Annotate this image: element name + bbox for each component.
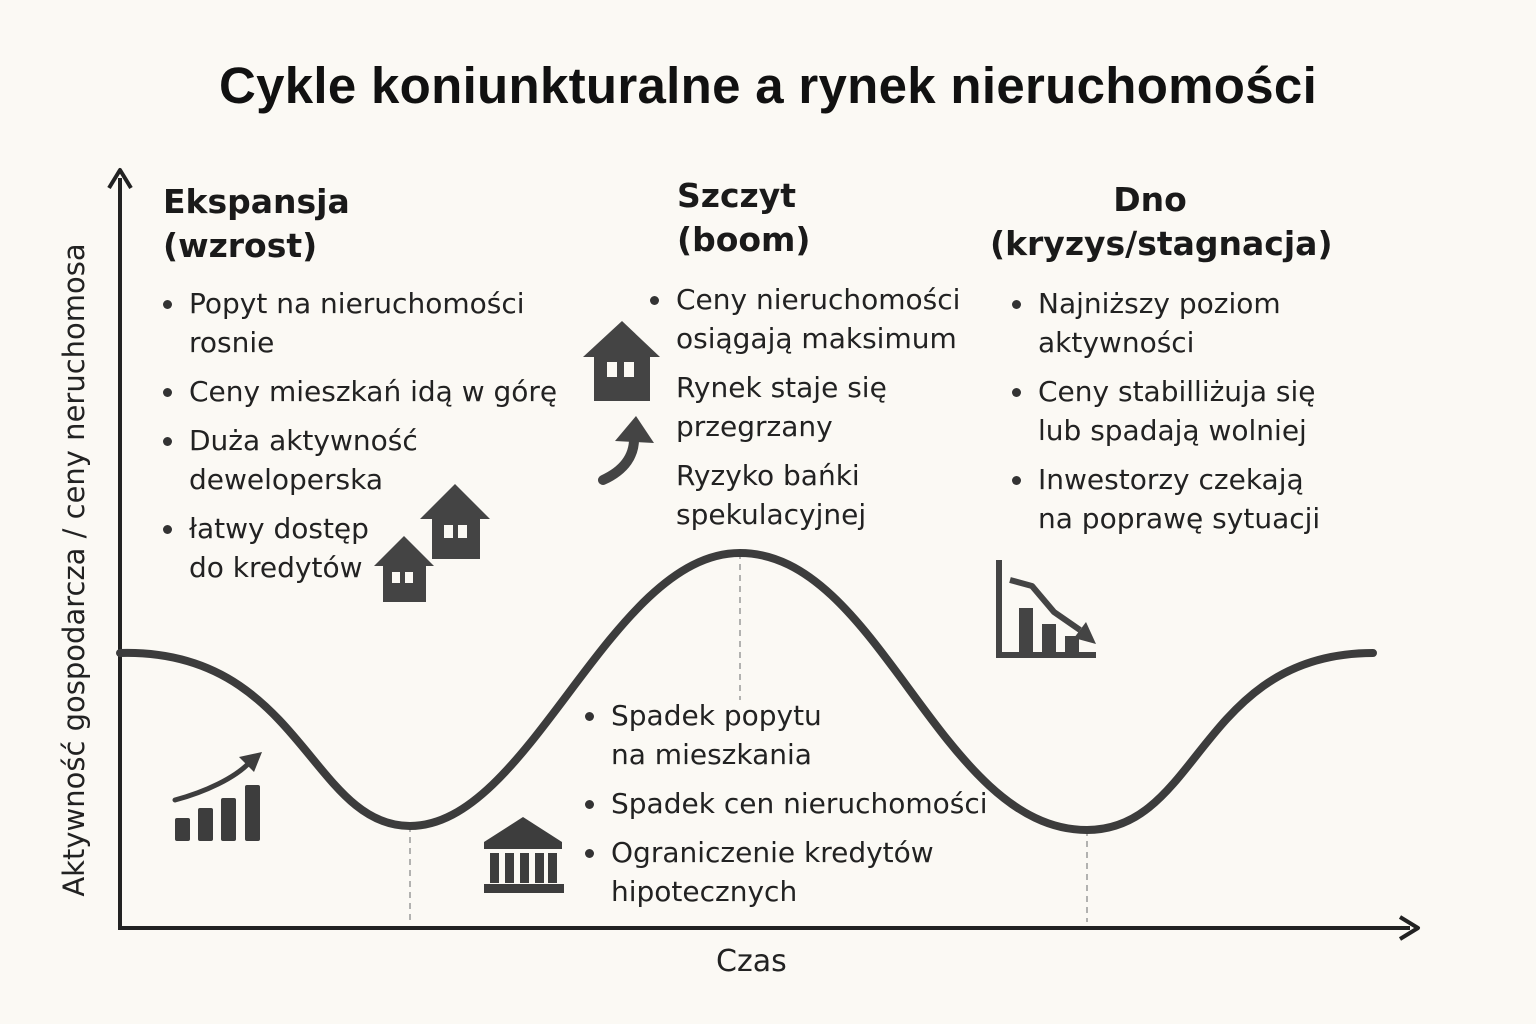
- trough-title: Dno (kryzys/stagnacja): [990, 178, 1333, 266]
- list-item: Ceny nieruchomości osiągają maksimum: [650, 280, 980, 358]
- up-arrow-icon: [598, 416, 654, 485]
- falling-bar-chart-icon: [996, 560, 1096, 658]
- list-item: Ryzyko bańki spekulacyjnej: [676, 459, 867, 531]
- y-axis-label: Aktywność gospodarcza / ceny neruchomosa: [57, 243, 91, 897]
- title-line: (kryzys/stagnacja): [990, 224, 1333, 263]
- title-line: (boom): [677, 220, 811, 259]
- trough-bullets: Najniższy poziom aktywności Ceny stabill…: [1012, 284, 1342, 548]
- list-item: Rynek staje się przegrzany: [676, 371, 887, 443]
- rising-bar-chart-icon: [172, 752, 262, 841]
- list-item: Najniższy poziom aktywności: [1012, 284, 1342, 362]
- bank-icon: [484, 817, 564, 893]
- title-line: Szczyt: [677, 176, 797, 215]
- x-axis-label: Czas: [716, 944, 787, 979]
- list-item: Popyt na nieruchomości rosnie: [163, 284, 563, 362]
- page-title: Cykle koniunkturalne a rynek nieruchomoś…: [218, 57, 1318, 114]
- list-item: Ceny stabilliżuja się lub spadają wolnie…: [1012, 372, 1342, 450]
- title-line: Ekspansja: [163, 182, 350, 221]
- expansion-bullets: Popyt na nieruchomości rosnie Ceny miesz…: [163, 284, 563, 597]
- peak-title: Szczyt (boom): [677, 174, 811, 262]
- x-axis-arrowhead: [1398, 915, 1420, 941]
- peak-bullets: Ceny nieruchomości osiągają maksimum Ryn…: [650, 280, 980, 544]
- business-cycle-curve: [116, 548, 1377, 835]
- expansion-title: Ekspansja (wzrost): [163, 180, 350, 268]
- title-line: Dno: [1113, 180, 1187, 219]
- house-icon: [583, 321, 660, 401]
- list-item: Spadek cen nieruchomości: [585, 784, 1005, 823]
- list-item: Spadek popytu na mieszkania: [585, 696, 1005, 774]
- list-item: Ceny mieszkań idą w górę: [163, 372, 563, 411]
- title-line: (wzrost): [163, 226, 318, 265]
- recession-bullets: Spadek popytu na mieszkania Spadek cen n…: [585, 696, 1005, 921]
- list-item: Ograniczenie kredytów hipotecznych: [585, 833, 1005, 911]
- y-axis-arrowhead: [107, 168, 133, 190]
- list-item: Inwestorzy czekają na poprawę sytuacji: [1012, 460, 1342, 538]
- house-icon: [374, 536, 434, 602]
- list-item: Duża aktywność deweloperska: [163, 421, 563, 499]
- house-icon: [420, 484, 490, 559]
- list-item: łatwy dostęp do kredytów: [163, 509, 563, 587]
